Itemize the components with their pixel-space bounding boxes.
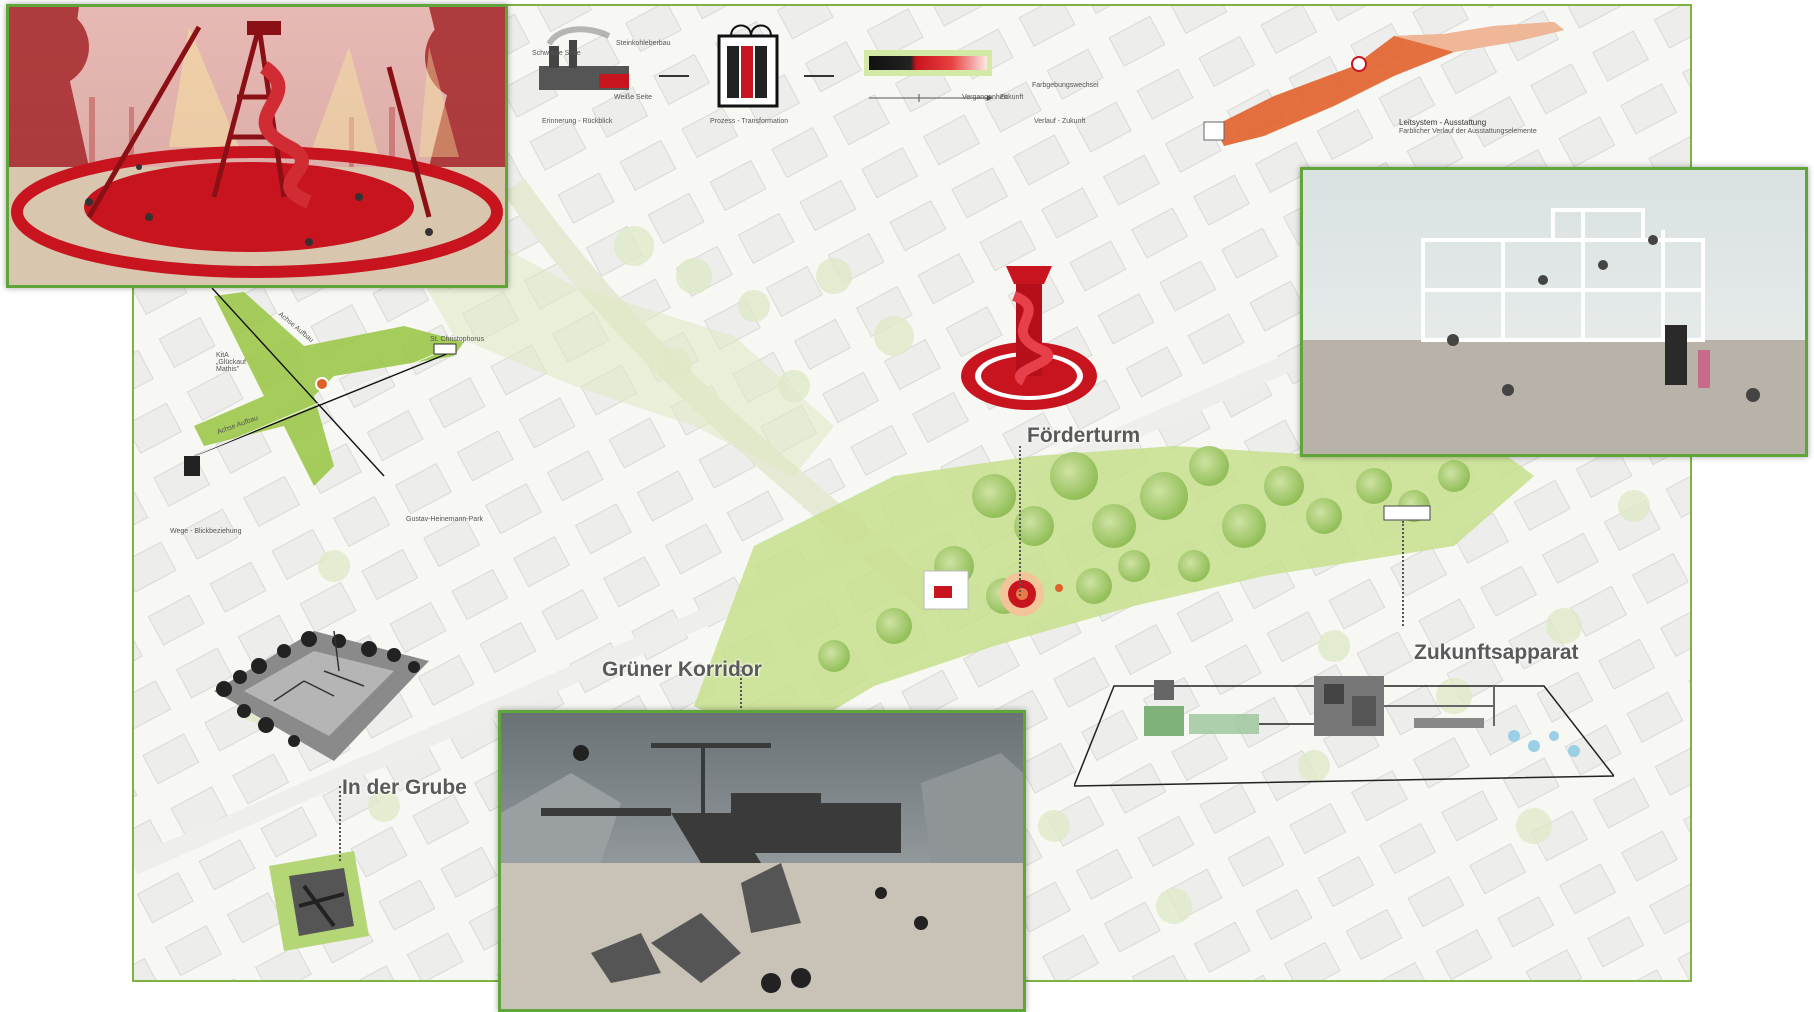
title-foerderturm: Förderturm — [1027, 424, 1141, 447]
label-weisse-seite: Weiße Seite — [614, 94, 652, 101]
label-zukunft: Zukunft — [1000, 94, 1024, 101]
leitsystem-sub: Farblicher Verlauf der Ausstattungseleme… — [1399, 128, 1537, 135]
title-in-der-grube: In der Grube — [342, 776, 467, 799]
label-st-christophorus: St. Christophorus — [430, 336, 485, 343]
render-foerderturm-panel — [6, 4, 508, 288]
foerderturm-icon — [961, 266, 1097, 410]
label-wege-blick: Wege - Blickbeziehung — [170, 528, 242, 535]
label-kita: KitA „Glückauf Mathis" — [216, 352, 246, 373]
label-prozess: Prozess - Transformation — [710, 118, 789, 125]
label-vergangenheit: Vergangenheit — [962, 94, 1008, 101]
grube-axonometric — [214, 630, 429, 761]
label-schwarze-seite: Schwarze Seite — [532, 50, 581, 57]
grube-plan — [269, 851, 369, 951]
leader-zukunftsapparat — [1402, 521, 1404, 626]
concept-strip — [539, 24, 993, 108]
leitsystem-label: Leitsystem - Ausstattung — [1399, 118, 1487, 127]
label-gustav-park: Gustav-Heinemann-Park — [406, 516, 484, 523]
title-gruener-korridor: Grüner Korridor — [602, 658, 762, 681]
label-steinkohle: Steinkohleberbau — [616, 40, 671, 47]
render-grube-panel — [498, 710, 1026, 1012]
leader-korridor — [740, 666, 742, 716]
label-farbgebung: Farbgebungswechsel — [1032, 82, 1099, 89]
render-grube — [501, 713, 1023, 1009]
label-erinnerung: Erinnerung - Rückblick — [542, 118, 613, 125]
label-verlauf: Verlauf - Zukunft — [1034, 118, 1086, 125]
wege-diagram — [184, 287, 464, 486]
title-zukunftsapparat: Zukunftsapparat — [1414, 641, 1579, 664]
render-leitsystem-panel — [1300, 167, 1808, 457]
render-leitsystem — [1303, 170, 1805, 454]
leader-grube — [339, 786, 341, 861]
render-foerderturm — [9, 7, 505, 285]
leader-foerderturm — [1019, 446, 1021, 596]
zukunftsapparat-drawing — [1074, 676, 1614, 787]
